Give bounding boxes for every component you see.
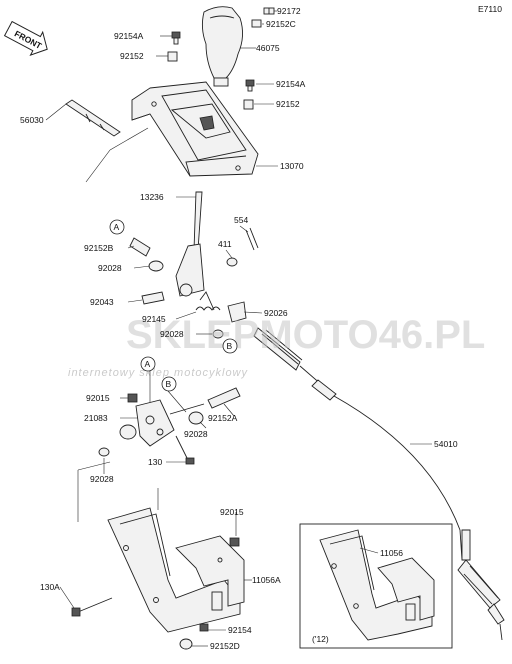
label-92145: 92145 — [142, 314, 166, 324]
label-11056A: 11056A — [252, 575, 281, 585]
label-130: 130 — [148, 457, 162, 467]
nut-92015-a-icon — [127, 393, 138, 403]
label-92172: 92172 — [277, 6, 301, 16]
label-92152-left: 92152 — [120, 51, 144, 61]
label-92028-c: 92028 — [184, 429, 208, 439]
label-92028-a: 92028 — [98, 263, 122, 273]
bolt-92154A-top-icon — [171, 31, 181, 45]
front-arrow-icon: FRONT — [3, 20, 48, 57]
label-46075: 46075 — [256, 43, 280, 53]
label-92043: 92043 — [90, 297, 114, 307]
sleeve-92152A-icon — [207, 387, 241, 409]
callout-a-top: A — [109, 219, 125, 235]
bolt-130-icon — [175, 435, 195, 465]
bolt-92154A-right-icon — [245, 79, 255, 92]
label-13236: 13236 — [140, 192, 164, 202]
callout-a-mid: A — [140, 356, 156, 372]
watermark-tagline: internetowy sklep motocyklowy — [68, 367, 249, 379]
label-92028-b: 92028 — [160, 329, 184, 339]
watermark-brand: SKLEPMOTO46.PL — [126, 313, 485, 357]
bushing-92152B-icon — [129, 237, 151, 257]
label-21083: 21083 — [84, 413, 108, 423]
callout-b-top: B — [222, 338, 238, 354]
label-554: 554 — [234, 215, 248, 225]
label-92015-b: 92015 — [220, 507, 244, 517]
collar-92152-left-icon — [167, 51, 178, 62]
label-411: 411 — [218, 239, 232, 249]
bracket-11056A — [107, 507, 245, 633]
label-92152D: 92152D — [210, 641, 240, 651]
svg-text:A: A — [114, 222, 120, 232]
label-92152B: 92152B — [84, 243, 114, 253]
collar-92152C-icon — [251, 19, 262, 28]
bushing-92028-d-icon — [98, 424, 137, 457]
linkage-21083 — [135, 399, 205, 447]
nut-92015-b-icon — [229, 537, 240, 547]
label-92152A: 92152A — [208, 413, 238, 423]
svg-text:B: B — [166, 379, 172, 389]
bolt-92154-icon — [199, 623, 209, 632]
svg-text:B: B — [227, 341, 233, 351]
label-92015-a: 92015 — [86, 393, 110, 403]
spring-92145-icon — [195, 291, 221, 311]
label-54010: 54010 — [434, 439, 458, 449]
label-92154: 92154 — [228, 625, 252, 635]
label-92154A-right: 92154A — [276, 79, 306, 89]
label-92028-d: 92028 — [90, 474, 114, 484]
label-56030: 56030 — [20, 115, 44, 125]
bolt-130A-icon — [71, 597, 113, 617]
joint-92026-icon — [227, 301, 247, 323]
svg-text:A: A — [145, 359, 151, 369]
callout-b-mid: B — [161, 376, 177, 392]
figure-code: E7110 — [478, 4, 502, 14]
screw-92172-icon — [263, 7, 275, 15]
bushing-92028-a-icon — [148, 260, 164, 272]
shift-cable — [253, 327, 505, 641]
washer-411-icon — [226, 257, 238, 267]
cotter-pin-554-icon — [245, 227, 259, 251]
label-92026: 92026 — [264, 308, 288, 318]
label-13070: 13070 — [280, 161, 304, 171]
label-11056-inset: 11056 — [380, 548, 403, 558]
inset-2012-bracket — [299, 523, 453, 649]
label-92152C: 92152C — [266, 19, 296, 29]
bushing-92028-c-icon — [188, 411, 204, 425]
shift-knob — [201, 6, 243, 87]
label-130A: 130A — [40, 582, 60, 592]
washer-92028-b-icon — [212, 329, 224, 339]
shift-lever — [175, 191, 205, 297]
label-plate-56030 — [65, 99, 121, 137]
label-92154A-top: 92154A — [114, 31, 144, 41]
collar-92043-icon — [141, 291, 165, 305]
collar-92152-right-icon — [243, 99, 254, 110]
inset-year-note: ('12) — [312, 634, 329, 644]
shift-console — [131, 81, 259, 177]
nut-92152D-icon — [179, 638, 193, 650]
label-92152-right: 92152 — [276, 99, 300, 109]
